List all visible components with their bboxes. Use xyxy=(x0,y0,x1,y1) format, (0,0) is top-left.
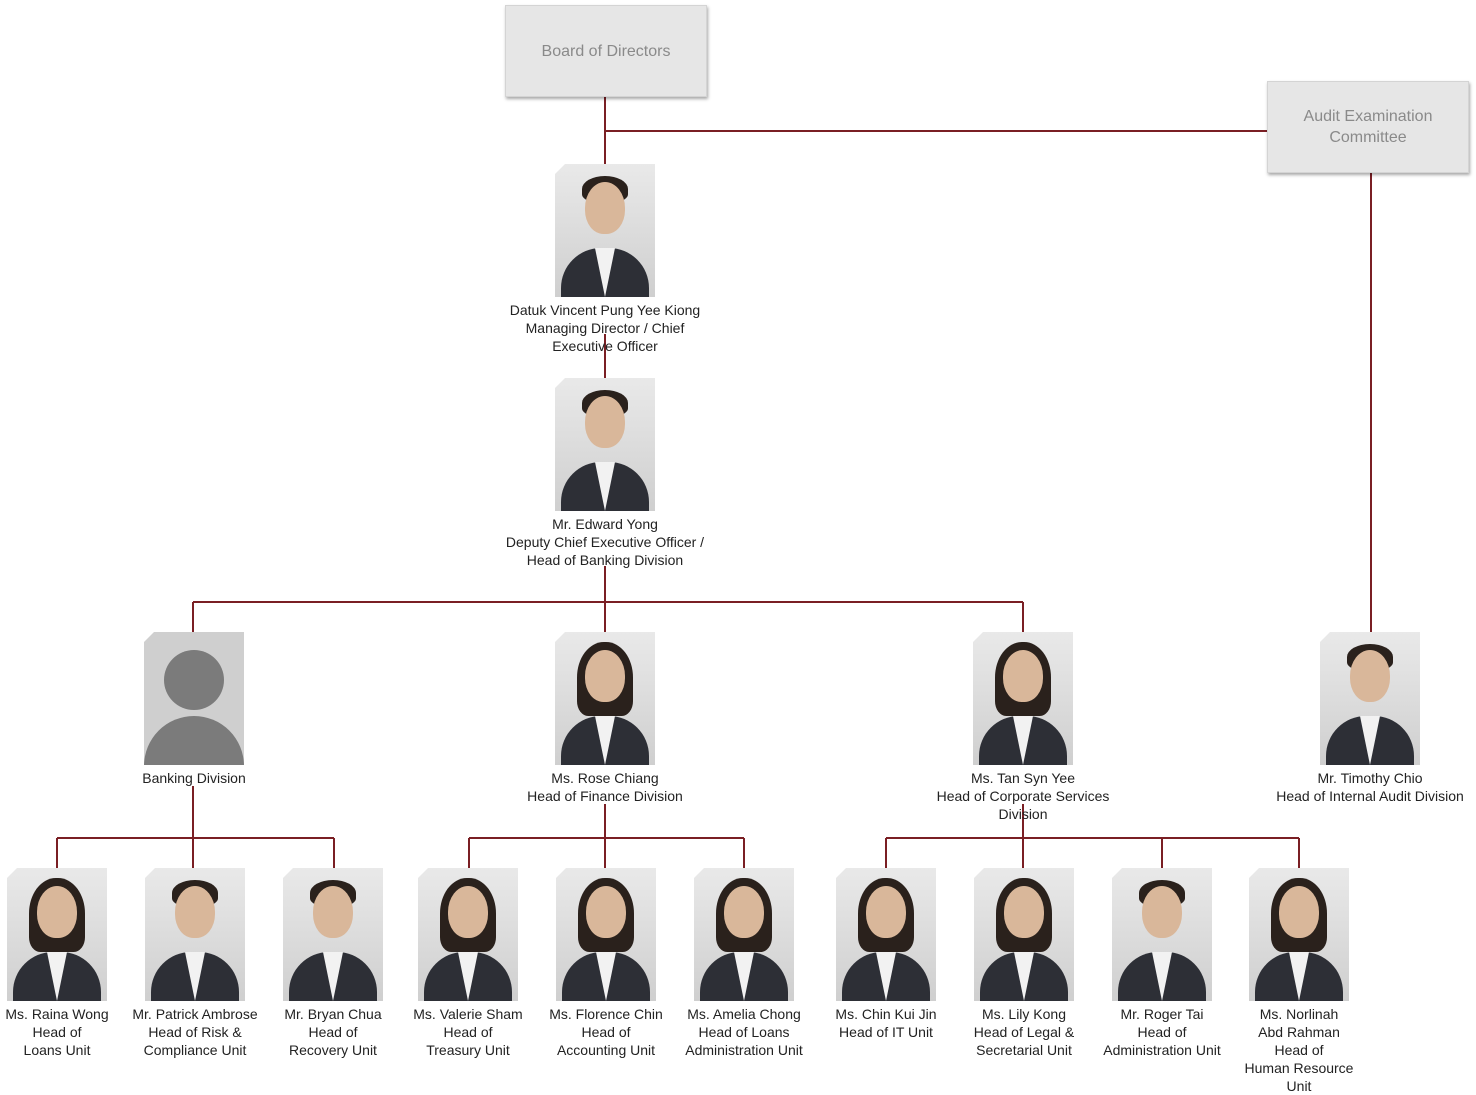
person-title: Head of Human Resource Unit xyxy=(1244,1042,1354,1094)
person-name: Datuk Vincent Pung Yee Kiong xyxy=(509,302,701,318)
portrait-photo xyxy=(1320,632,1420,765)
person-name: Mr. Bryan Chua xyxy=(284,1006,382,1022)
portrait-photo xyxy=(1249,868,1349,1001)
person-title: Head of Administration Unit xyxy=(1103,1024,1221,1058)
person-title: Head of Recovery Unit xyxy=(289,1024,377,1058)
portrait-photo xyxy=(973,632,1073,765)
portrait-photo xyxy=(694,868,794,1001)
person-title: Head of IT Unit xyxy=(839,1024,933,1040)
person-title: Head of Treasury Unit xyxy=(426,1024,510,1058)
board-of-directors-box: Board of Directors xyxy=(505,5,707,97)
audit-committee-label: Audit Examination Committee xyxy=(1303,108,1433,146)
person-name: Mr. Patrick Ambrose xyxy=(132,1006,258,1022)
person-name: Mr. Timothy Chio xyxy=(1317,770,1423,786)
portrait-photo xyxy=(283,868,383,1001)
person-title: Head of Loans Administration Unit xyxy=(685,1024,803,1058)
portrait-photo xyxy=(974,868,1074,1001)
person-name: Ms. Norlinah Abd Rahman xyxy=(1258,1006,1340,1040)
portrait-photo xyxy=(1112,868,1212,1001)
person-name: Ms. Tan Syn Yee xyxy=(970,770,1076,786)
portrait-photo xyxy=(556,868,656,1001)
person-card-banking: Banking Division xyxy=(94,632,294,787)
person-title: Banking Division xyxy=(142,770,246,786)
portrait-photo xyxy=(555,164,655,297)
person-name: Ms. Valerie Sham xyxy=(413,1006,523,1022)
board-label: Board of Directors xyxy=(541,42,671,60)
person-title: Head of Legal & Secretarial Unit xyxy=(973,1024,1075,1058)
portrait-photo xyxy=(555,632,655,765)
person-name: Ms. Chin Kui Jin xyxy=(835,1006,937,1022)
person-name: Ms. Florence Chin xyxy=(549,1006,663,1022)
person-name: Mr. Roger Tai xyxy=(1120,1006,1204,1022)
person-title: Head of Loans Unit xyxy=(23,1024,91,1058)
person-title: Deputy Chief Executive Officer / Head of… xyxy=(505,534,705,568)
person-name: Ms. Rose Chiang xyxy=(551,770,659,786)
person-title: Managing Director / Chief Executive Offi… xyxy=(525,320,685,354)
person-title: Head of Risk & Compliance Unit xyxy=(143,1024,247,1058)
portrait-photo xyxy=(555,378,655,511)
person-title: Head of Corporate Services Division xyxy=(936,788,1110,822)
portrait-photo xyxy=(836,868,936,1001)
person-name: Ms. Raina Wong xyxy=(5,1006,109,1022)
person-name: Ms. Lily Kong xyxy=(981,1006,1067,1022)
audit-committee-box: Audit Examination Committee xyxy=(1267,81,1469,173)
person-title: Head of Finance Division xyxy=(527,788,683,804)
person-name: Mr. Edward Yong xyxy=(552,516,658,532)
person-title: Head of Accounting Unit xyxy=(556,1024,656,1058)
person-title: Head of Internal Audit Division xyxy=(1276,788,1464,804)
person-name: Ms. Amelia Chong xyxy=(687,1006,801,1022)
portrait-photo xyxy=(7,868,107,1001)
portrait-photo xyxy=(145,868,245,1001)
avatar-placeholder-icon xyxy=(144,632,244,765)
portrait-photo xyxy=(418,868,518,1001)
